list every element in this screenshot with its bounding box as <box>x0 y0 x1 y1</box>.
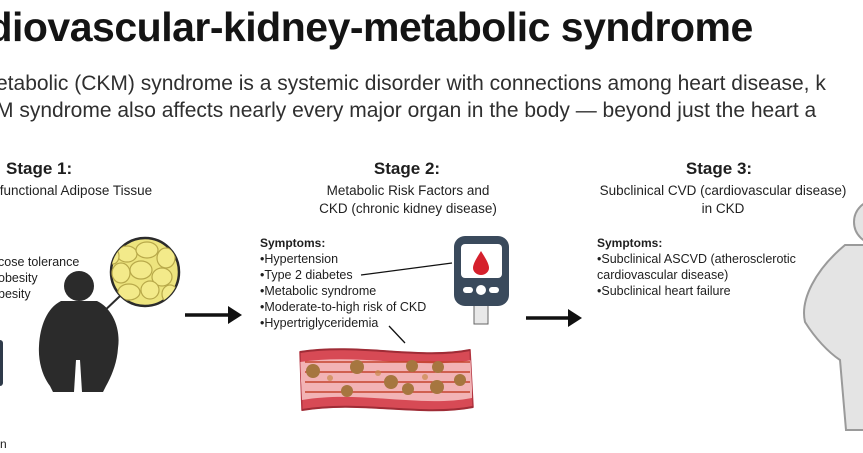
stage1-symptom: besity <box>0 287 31 301</box>
stage3-heading: Stage 3: <box>685 159 753 178</box>
stage1-footnote: n <box>0 437 7 451</box>
stage3-subtitle-line: in CKD <box>701 201 745 216</box>
meter-pointer-line <box>360 262 453 276</box>
obese-person-icon <box>38 271 119 392</box>
right-arrow-icon <box>185 306 242 324</box>
stage1-symptom: cose tolerance <box>0 255 80 269</box>
stage2-heading: Stage 2: <box>373 159 441 178</box>
stage3-symptom: •Subclinical heart failure <box>597 284 731 298</box>
stage2-subtitle-line: Metabolic Risk Factors and <box>326 183 490 198</box>
stage2-symptoms-heading: Symptoms: <box>260 236 326 250</box>
stage1-symptom: obesity <box>0 271 38 285</box>
stage3-subtitle-line: Subclinical CVD (cardiovascular disease) <box>599 183 847 198</box>
stage3-subtitle: Subclinical CVD (cardiovascular disease)… <box>582 182 863 218</box>
intro-line-2: M syndrome also affects nearly every maj… <box>0 99 817 122</box>
blood-vessel-icon <box>299 348 474 412</box>
intro-line-1: etabolic (CKM) syndrome is a systemic di… <box>0 72 826 95</box>
stage3-symptom-list: •Subclinical ASCVD (atherosclerotic card… <box>597 251 796 299</box>
stage2-symptom-list: •Hypertension •Type 2 diabetes •Metaboli… <box>260 251 426 331</box>
stage1-device-icon <box>0 340 3 386</box>
stage3-symptoms-heading: Symptoms: <box>597 236 663 250</box>
stage2-symptom: •Hypertriglyceridemia <box>260 316 379 330</box>
light-person-icon <box>803 203 863 431</box>
stage2-symptom: •Type 2 diabetes <box>260 268 353 282</box>
stage2-subtitle: Metabolic Risk Factors and CKD (chronic … <box>298 182 518 218</box>
magnifier-connector <box>99 295 121 316</box>
stage2-symptom: •Moderate-to-high risk of CKD <box>260 300 427 314</box>
page-title: rdiovascular-kidney-metabolic syndrome <box>0 4 753 50</box>
right-arrow-icon <box>526 309 582 327</box>
stage1-subtitle: sfunctional Adipose Tissue <box>0 183 153 198</box>
stage3-symptom: •Subclinical ASCVD (atherosclerotic <box>597 252 796 266</box>
stage2-symptom: •Hypertension <box>260 252 339 266</box>
glucose-meter-icon <box>454 236 509 325</box>
stage2-subtitle-line: CKD (chronic kidney disease) <box>319 201 497 216</box>
stage1-symptom-list: cose tolerance obesity besity <box>0 254 79 302</box>
stage3-symptom: cardiovascular disease) <box>597 268 729 282</box>
fat-cells-icon <box>109 236 181 308</box>
stage1-heading: Stage 1: <box>6 159 73 178</box>
vessel-pointer-line <box>388 325 406 344</box>
stage2-symptom: •Metabolic syndrome <box>260 284 377 298</box>
